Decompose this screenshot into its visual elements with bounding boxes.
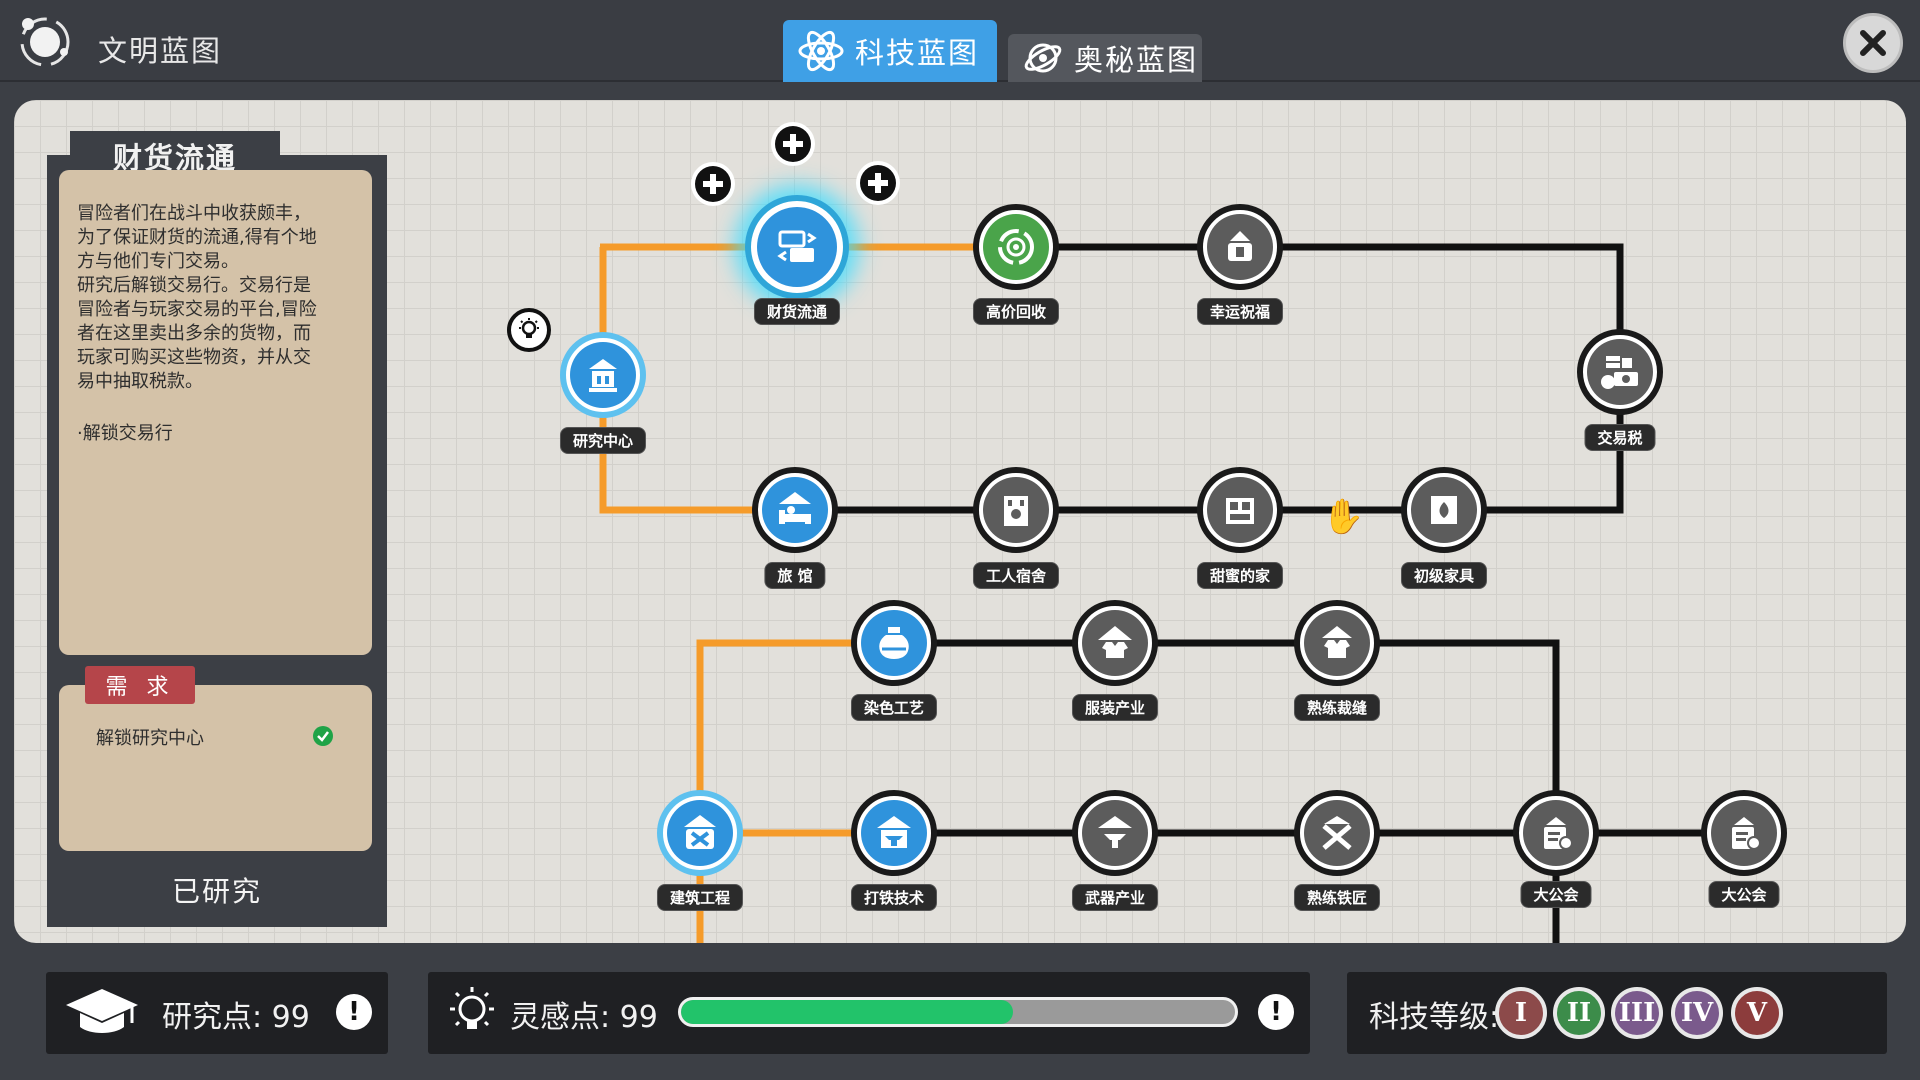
exchange-icon (777, 230, 817, 262)
close-button[interactable] (1843, 13, 1903, 73)
info-description-box: 冒险者们在战斗中收获颇丰， 为了保证财货的流通,得有个地 方与他们专门交易。 研… (59, 170, 372, 655)
tools-icon (684, 815, 716, 849)
anvil-icon (877, 816, 911, 848)
inspiration-progress-bar (678, 997, 1238, 1027)
weapon-icon (1098, 816, 1132, 848)
tailor-icon (1322, 626, 1352, 658)
tech-level-badge[interactable]: V (1731, 987, 1783, 1039)
node-label: 大公会 (1520, 881, 1592, 908)
tech-level-label: 科技等级: (1369, 1000, 1500, 1035)
page-title: 文明蓝图 (98, 34, 223, 68)
node-label: 研究中心 (559, 427, 647, 454)
node-label: 大公会 (1708, 881, 1780, 908)
node-dyeing-craft[interactable] (851, 600, 937, 686)
node-sweet-home[interactable] (1197, 467, 1283, 553)
add-node-button[interactable] (691, 162, 735, 206)
tech-level-badge[interactable]: I (1495, 987, 1547, 1039)
requirement-item: 解锁研究中心 (96, 728, 204, 749)
lightbulb-marker-icon[interactable] (507, 308, 551, 352)
node-blacksmithing[interactable] (851, 790, 937, 876)
tab-tech-label: 科技蓝图 (855, 36, 980, 70)
node-lucky-blessing[interactable] (1197, 204, 1283, 290)
info-description: 冒险者们在战斗中收获颇丰， 为了保证财货的流通,得有个地 方与他们专门交易。 研… (77, 203, 317, 392)
research-alert-icon[interactable]: ! (336, 994, 372, 1030)
check-icon (313, 726, 333, 746)
guild-icon (1544, 817, 1573, 850)
node-label: 财货流通 (753, 298, 841, 325)
requirements-box (59, 685, 372, 851)
node-label: 交易税 (1584, 424, 1656, 451)
graduation-cap-icon (66, 989, 138, 1033)
civilization-logo-icon (14, 8, 76, 70)
node-label: 熟练裁缝 (1293, 694, 1381, 721)
close-icon (1860, 30, 1886, 56)
bed-icon (779, 492, 811, 524)
top-bar: 文明蓝图 科技蓝图 奥秘蓝图 (0, 0, 1920, 82)
node-basic-furniture[interactable] (1401, 467, 1487, 553)
inspiration-points-label: 灵感点: 99 (510, 1000, 658, 1035)
node-label: 熟练铁匠 (1293, 884, 1381, 911)
furniture-icon (1431, 496, 1457, 524)
inspiration-progress-fill (681, 1000, 1014, 1024)
node-label: 幸运祝福 (1196, 298, 1284, 325)
building-icon (589, 359, 617, 392)
info-unlock-text: ·解锁交易行 (77, 423, 173, 444)
requirements-tag: 需 求 (85, 666, 195, 704)
tech-level-badge[interactable]: IV (1671, 987, 1723, 1039)
node-goods-circulation[interactable] (745, 195, 849, 299)
node-transaction-tax[interactable] (1577, 329, 1663, 415)
node-label: 打铁技术 (850, 884, 938, 911)
node-label: 染色工艺 (850, 694, 938, 721)
dorm-icon (1004, 496, 1028, 526)
node-label: 武器产业 (1071, 884, 1159, 911)
research-points-panel: 研究点: 99 ! (46, 972, 388, 1054)
node-clothing-industry[interactable] (1072, 600, 1158, 686)
node-label: 服装产业 (1071, 694, 1159, 721)
tax-icon (1601, 356, 1638, 389)
node-grand-guild-2[interactable] (1701, 790, 1787, 876)
node-high-price-recycle[interactable] (973, 204, 1059, 290)
node-inn[interactable] (752, 467, 838, 553)
node-label: 旅 馆 (764, 562, 826, 589)
plus-icon (860, 165, 896, 201)
research-status: 已研究 (171, 874, 262, 908)
home-icon (1226, 498, 1254, 524)
clothing-icon (1098, 626, 1132, 658)
node-research-center[interactable] (560, 332, 646, 418)
hand-cursor-icon: ✋ (1322, 497, 1365, 537)
plus-icon (695, 166, 731, 202)
tech-level-badge[interactable]: III (1611, 987, 1663, 1039)
lightbulb-icon (450, 987, 494, 1029)
swords-icon (1322, 816, 1352, 850)
dye-icon (879, 627, 909, 659)
add-node-button[interactable] (856, 161, 900, 205)
node-label: 甜蜜的家 (1196, 562, 1284, 589)
research-points-label: 研究点: 99 (162, 1000, 310, 1035)
node-skilled-blacksmith[interactable] (1294, 790, 1380, 876)
arcane-orb-icon (1024, 43, 1062, 73)
node-skilled-tailor[interactable] (1294, 600, 1380, 686)
blessing-icon (1228, 231, 1252, 261)
tab-arcane-label: 奥秘蓝图 (1074, 43, 1199, 77)
node-label: 初级家具 (1400, 562, 1488, 589)
tab-tech-blueprint[interactable]: 科技蓝图 (783, 20, 997, 82)
atom-icon (798, 30, 844, 72)
guild-icon (1732, 817, 1761, 850)
node-label: 建筑工程 (656, 884, 744, 911)
tab-arcane-blueprint[interactable]: 奥秘蓝图 (1008, 34, 1202, 82)
add-node-button[interactable] (771, 122, 815, 166)
recycle-icon (998, 229, 1034, 265)
node-label: 工人宿舍 (972, 562, 1060, 589)
node-weapon-industry[interactable] (1072, 790, 1158, 876)
node-grand-guild-1[interactable] (1513, 790, 1599, 876)
node-worker-dorm[interactable] (973, 467, 1059, 553)
node-label: 高价回收 (972, 298, 1060, 325)
tech-level-badge[interactable]: II (1553, 987, 1605, 1039)
inspiration-points-panel: 灵感点: 99 ! (428, 972, 1310, 1054)
plus-icon (775, 126, 811, 162)
node-construction[interactable] (657, 790, 743, 876)
inspiration-alert-icon[interactable]: ! (1258, 994, 1294, 1030)
